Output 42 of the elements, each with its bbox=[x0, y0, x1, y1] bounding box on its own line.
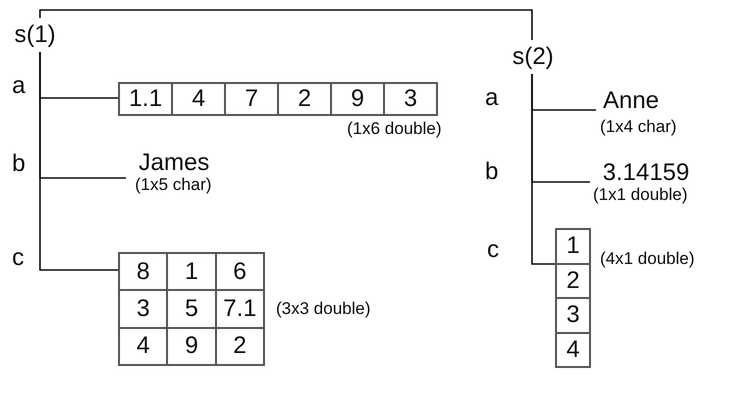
array-element: 4 bbox=[172, 83, 225, 115]
array-element: 2 bbox=[556, 264, 590, 298]
array-element: 3 bbox=[384, 83, 437, 115]
array-element: 1.1 bbox=[119, 83, 172, 115]
array-element: 4 bbox=[556, 332, 590, 367]
array-element: 3 bbox=[119, 290, 168, 328]
numeric-value: 3.14159 bbox=[590, 160, 702, 186]
struct-element-name: s(2) bbox=[503, 40, 563, 74]
char-value: James bbox=[126, 150, 222, 176]
size-annotation: (3x3 double) bbox=[276, 300, 371, 317]
array-element: 8 bbox=[119, 253, 168, 290]
size-annotation: (1x6 double) bbox=[347, 120, 442, 137]
field-name: a bbox=[12, 74, 26, 98]
array-element: 1 bbox=[167, 253, 216, 290]
array-element: 2 bbox=[216, 328, 264, 365]
field-name: b bbox=[485, 160, 498, 184]
size-annotation: (1x5 char) bbox=[135, 176, 212, 193]
array-element: 9 bbox=[331, 83, 384, 115]
matrix-grid bbox=[118, 252, 265, 366]
row-vector-grid bbox=[118, 82, 438, 116]
array-element: 2 bbox=[278, 83, 331, 115]
field-name: c bbox=[487, 238, 499, 262]
size-annotation: (1x1 double) bbox=[593, 186, 688, 203]
connector-line bbox=[39, 9, 533, 40]
array-element: 3 bbox=[556, 298, 590, 332]
field-name: c bbox=[12, 246, 24, 270]
array-element: 6 bbox=[216, 253, 264, 290]
field-name: b bbox=[12, 152, 26, 176]
char-value: Anne bbox=[596, 88, 666, 114]
array-element: 4 bbox=[119, 328, 168, 365]
array-element: 7.1 bbox=[216, 290, 264, 328]
array-element: 5 bbox=[167, 290, 216, 328]
struct-element-name: s(1) bbox=[6, 18, 64, 52]
size-annotation: (4x1 double) bbox=[600, 250, 695, 267]
array-element: 1 bbox=[556, 229, 590, 264]
field-name: a bbox=[485, 86, 498, 110]
size-annotation: (1x4 char) bbox=[600, 118, 677, 135]
array-element: 9 bbox=[167, 328, 216, 365]
column-vector-grid bbox=[555, 228, 591, 368]
array-element: 7 bbox=[225, 83, 278, 115]
connector-line bbox=[531, 74, 555, 265]
connector-line bbox=[39, 52, 118, 271]
